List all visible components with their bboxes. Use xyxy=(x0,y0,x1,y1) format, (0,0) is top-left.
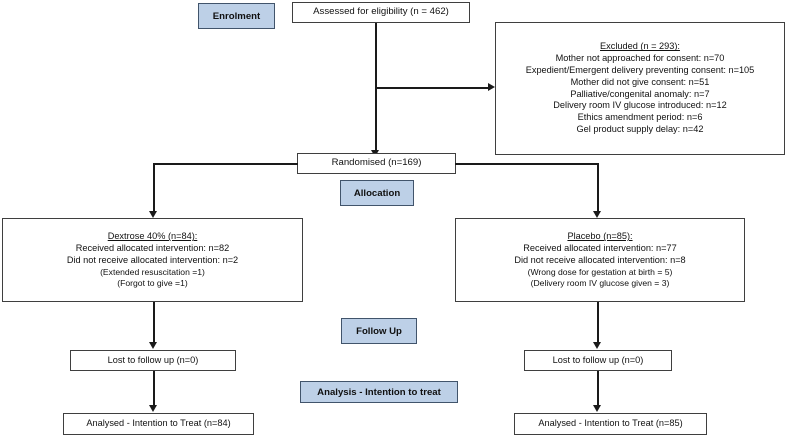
box-lost-to-follow-up-right: Lost to follow up (n=0) xyxy=(524,350,672,371)
stage-label-allocation-text: Allocation xyxy=(353,187,401,199)
allocation-left-line: Received allocated intervention: n=82 xyxy=(75,243,230,254)
excluded-reason: Gel product supply delay: n=42 xyxy=(576,123,704,134)
excluded-heading: Excluded (n = 293): xyxy=(600,41,680,52)
stage-label-allocation: Allocation xyxy=(340,180,414,206)
connector-left-to-analysed xyxy=(153,371,155,407)
connector-to-excluded xyxy=(375,87,489,89)
arrowhead-right-arm xyxy=(593,211,602,218)
arrowhead-left-analysed xyxy=(149,405,158,412)
allocation-left-note: (Extended resuscitation =1) xyxy=(100,266,205,277)
stage-label-analysis-text: Analysis - Intention to treat xyxy=(317,386,441,398)
connector-right-to-analysed xyxy=(597,371,599,407)
connector-down-right-arm xyxy=(597,163,599,213)
box-assessed-for-eligibility: Assessed for eligibility (n = 462) xyxy=(292,2,470,23)
allocation-left-line: Did not receive allocated intervention: … xyxy=(66,254,239,265)
box-allocation-right: Placebo (n=85): Received allocated inter… xyxy=(455,218,745,302)
box-allocation-left: Dextrose 40% (n=84): Received allocated … xyxy=(2,218,303,302)
excluded-reason: Ethics amendment period: n=6 xyxy=(577,112,703,123)
allocation-right-note: (Delivery room IV glucose given = 3) xyxy=(530,277,670,288)
analysed-left-text: Analysed - Intention to Treat (n=84) xyxy=(86,418,231,429)
lost-left-text: Lost to follow up (n=0) xyxy=(107,354,199,365)
analysed-right-text: Analysed - Intention to Treat (n=85) xyxy=(538,418,683,429)
arrowhead-right-analysed xyxy=(593,405,602,412)
allocation-right-heading: Placebo (n=85): xyxy=(567,231,633,242)
stage-label-enrolment: Enrolment xyxy=(198,3,275,29)
box-analysed-right: Analysed - Intention to Treat (n=85) xyxy=(514,413,707,435)
allocation-left-heading: Dextrose 40% (n=84): xyxy=(107,231,198,242)
connector-down-left-arm xyxy=(153,163,155,213)
lost-right-text: Lost to follow up (n=0) xyxy=(552,354,644,365)
stage-label-follow-up: Follow Up xyxy=(341,318,417,344)
excluded-reason: Mother not approached for consent: n=70 xyxy=(555,53,725,64)
allocation-right-note: (Wrong dose for gestation at birth = 5) xyxy=(527,266,673,277)
connector-split-left xyxy=(153,163,298,165)
excluded-reason: Delivery room IV glucose introduced: n=1… xyxy=(553,100,727,111)
connector-left-to-lost xyxy=(153,302,155,344)
excluded-reason: Palliative/congenital anomaly: n=7 xyxy=(570,88,710,99)
stage-label-analysis: Analysis - Intention to treat xyxy=(300,381,458,403)
arrowhead-left-lost xyxy=(149,342,158,349)
stage-label-follow-up-text: Follow Up xyxy=(356,325,402,337)
box-analysed-left: Analysed - Intention to Treat (n=84) xyxy=(63,413,254,435)
box-excluded: Excluded (n = 293): Mother not approache… xyxy=(495,22,785,155)
box-randomised: Randomised (n=169) xyxy=(297,153,456,174)
randomised-text: Randomised (n=169) xyxy=(331,157,422,169)
box-lost-to-follow-up-left: Lost to follow up (n=0) xyxy=(70,350,236,371)
arrowhead-left-arm xyxy=(149,211,158,218)
stage-label-enrolment-text: Enrolment xyxy=(212,10,261,22)
assessed-text: Assessed for eligibility (n = 462) xyxy=(313,6,449,18)
connector-right-to-lost xyxy=(597,302,599,344)
connector-split-right xyxy=(455,163,598,165)
allocation-left-note: (Forgot to give =1) xyxy=(117,277,188,288)
allocation-right-line: Received allocated intervention: n=77 xyxy=(523,243,677,254)
excluded-reason: Expedient/Emergent delivery preventing c… xyxy=(525,64,755,75)
allocation-right-line: Did not receive allocated intervention: … xyxy=(514,254,686,265)
excluded-reason: Mother did not give consent: n=51 xyxy=(570,76,710,87)
arrowhead-right-lost xyxy=(593,342,602,349)
arrowhead-excluded xyxy=(488,83,495,92)
